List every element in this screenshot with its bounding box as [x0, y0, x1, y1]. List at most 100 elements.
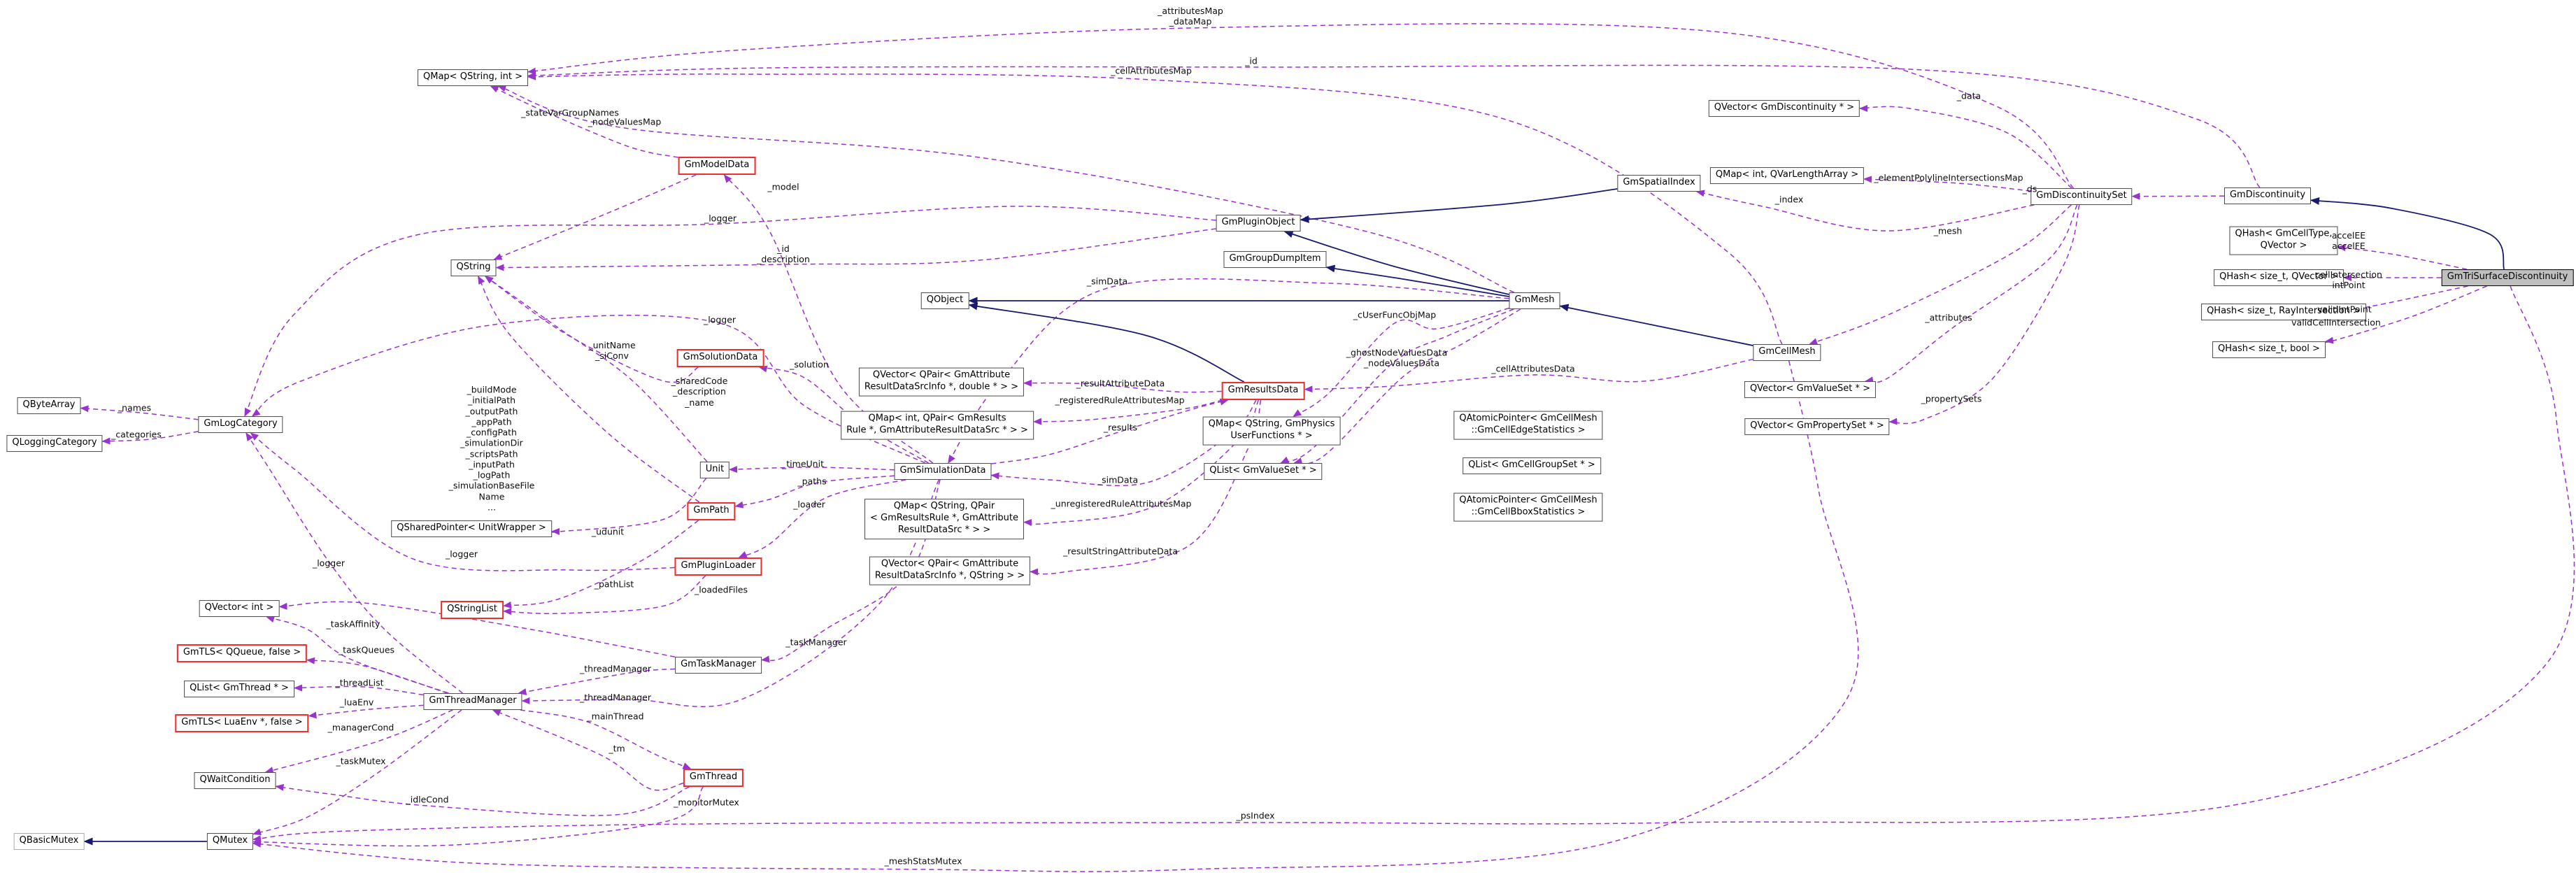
node-Unit[interactable]: Unit [699, 462, 730, 478]
edge-label--tm: _tm [609, 743, 625, 754]
edge-GmDiscontinuitySet-to-QVector_GmValueSet [1865, 204, 2078, 384]
edge-label--stateVarGroupNames: _stateVarGroupNames [521, 107, 619, 118]
edge-label--logger: _logger [703, 314, 736, 325]
node-QVector_GmValueSet[interactable]: QVector< GmValueSet * > [1744, 381, 1877, 398]
edge-label--elementPolylineIntersectionsMap: _elementPolylineIntersectionsMap [1874, 172, 2023, 183]
node-GmDiscontinuity[interactable]: GmDiscontinuity [2223, 187, 2312, 204]
edge-label--logger: _logger [312, 557, 346, 569]
edge-GmCellMesh-to-QMap_QString_int [527, 73, 1783, 345]
edge-label--index: _index [1774, 194, 1804, 205]
edge-GmCellMesh-to-GmMesh [1559, 304, 1753, 346]
node-QWaitCondition[interactable]: QWaitCondition [194, 772, 276, 789]
edge-label--logger: _logger [704, 213, 737, 224]
node-QList_GmCellGroupSet[interactable]: QList< GmCellGroupSet * > [1463, 457, 1601, 474]
node-QVector_GmPropertySet[interactable]: QVector< GmPropertySet * > [1744, 418, 1890, 435]
edge-Unit-to-QString [485, 276, 708, 462]
edge-label--logger: _logger [445, 548, 478, 560]
node-QList_GmThread[interactable]: QList< GmThread * > [184, 681, 294, 697]
node-QMutex[interactable]: QMutex [206, 833, 254, 850]
edge-label--taskAffinity: _taskAffinity [326, 618, 380, 629]
node-GmThreadManager[interactable]: GmThreadManager [423, 693, 522, 710]
node-QHash_sizet_bool[interactable]: QHash< size_t, bool > [2212, 341, 2326, 358]
node-GmPluginLoader[interactable]: GmPluginLoader [674, 557, 762, 576]
node-GmGroupDumpItem[interactable]: GmGroupDumpItem [1223, 251, 1327, 268]
edge-GmMesh-to-QMap_QString_int [497, 85, 1515, 293]
node-GmTriSurfaceDiscontinuity[interactable]: GmTriSurfaceDiscontinuity [2441, 269, 2574, 286]
edge-label-validCellIntersection: validCellIntersection [2291, 317, 2381, 328]
edge-GmDiscontinuitySet-to-QVector_GmPropertySet [1888, 204, 2080, 425]
node-QList_GmValueSet[interactable]: QList< GmValueSet * > [1204, 463, 1323, 480]
node-QMap_QString_QPair[interactable]: QMap< QString, QPair < GmResultsRule *, … [864, 499, 1025, 539]
edge-GmDiscontinuitySet-to-QMap_QString_int [527, 23, 2075, 189]
node-GmSimulationData[interactable]: GmSimulationData [894, 463, 992, 480]
node-QMap_int_QPair[interactable]: QMap< int, QPair< GmResults Rule *, GmAt… [841, 411, 1034, 440]
edge-GmTriSurfaceDiscontinuity-to-GmDiscontinuity [2310, 197, 2505, 270]
node-GmTLS_QQueue[interactable]: GmTLS< QQueue, false > [176, 644, 308, 662]
edge-label--simData: _simData [1086, 276, 1128, 287]
edge-GmThreadManager-to-QWaitCondition [264, 709, 453, 774]
node-GmTLS_LuaEnv[interactable]: GmTLS< LuaEnv *, false > [175, 714, 309, 732]
node-QMap_int_QVarLengthArray[interactable]: QMap< int, QVarLengthArray > [1709, 167, 1865, 184]
node-QBasicMutex[interactable]: QBasicMutex [13, 833, 85, 850]
node-GmResultsData[interactable]: GmResultsData [1221, 382, 1305, 400]
edge-label--threadManager: _threadManager [579, 692, 652, 703]
node-QHash_sizet_QVector[interactable]: QHash< size_t, QVector > [2214, 269, 2344, 286]
node-GmMesh[interactable]: GmMesh [1509, 292, 1560, 309]
edge-GmPluginLoader-to-QStringList [503, 575, 706, 616]
edge-Unit-to-QSharedPointer_UnitWrapper [548, 478, 707, 536]
edge-GmLogCategory-to-QByteArray [80, 405, 199, 420]
node-QString[interactable]: QString [450, 259, 497, 276]
node-QStringList[interactable]: QStringList [441, 601, 504, 619]
node-QMap_QString_int[interactable]: QMap< QString, int > [418, 69, 528, 86]
edge-label--luaEnv: _luaEnv [339, 697, 374, 708]
edge-label--sharedCode: _sharedCode _description _name [671, 376, 728, 408]
node-QObject[interactable]: QObject [920, 292, 969, 309]
edge-label--paths: _paths [797, 476, 827, 487]
edge-label--threadList: _threadList [335, 677, 384, 688]
edge-label--registeredRuleAttributesMap: _registeredRuleAttributesMap [1055, 394, 1185, 406]
node-QVector_int[interactable]: QVector< int > [199, 600, 280, 617]
node-GmTaskManager[interactable]: GmTaskManager [675, 657, 762, 674]
edge-label--unitName: _unitName _siConv [588, 339, 636, 361]
node-QHash_sizet_RayIntersection[interactable]: QHash< size_t, RayIntersection > [2201, 304, 2366, 320]
edge-label--nodeValuesData: _nodeValuesData [1363, 357, 1440, 369]
node-QAtomicPointer_BboxStats[interactable]: QAtomicPointer< GmCellMesh ::GmCellBboxS… [1453, 492, 1603, 522]
node-QVector_QPair_QString[interactable]: QVector< QPair< GmAttribute ResultDataSr… [869, 556, 1031, 585]
node-QVector_GmDiscontinuity[interactable]: QVector< GmDiscontinuity * > [1708, 100, 1860, 117]
node-QHash_GmCellType_QVector[interactable]: QHash< GmCellType, QVector > [2229, 226, 2338, 255]
node-GmModelData[interactable]: GmModelData [678, 157, 756, 175]
node-GmSolutionData[interactable]: GmSolutionData [676, 349, 764, 367]
edge-GmMesh-to-QList_GmValueSet [1280, 308, 1514, 464]
node-QAtomicPointer_EdgeStats[interactable]: QAtomicPointer< GmCellMesh ::GmCellEdgeS… [1453, 411, 1603, 440]
node-QVector_QPair_double[interactable]: QVector< QPair< GmAttribute ResultDataSr… [858, 367, 1025, 397]
node-QLoggingCategory[interactable]: QLoggingCategory [6, 435, 103, 452]
edge-GmMesh-to-QList_GmValueSet [1293, 308, 1521, 464]
edge-GmSimulationData-to-GmResultsData [991, 398, 1229, 464]
edge-GmThread-to-QMutex [252, 786, 704, 847]
node-GmLogCategory[interactable]: GmLogCategory [198, 416, 283, 433]
edge-GmSimulationData-to-GmModelData [723, 174, 934, 464]
edge-label--psIndex: _psIndex [1236, 810, 1275, 821]
node-GmPath[interactable]: GmPath [687, 502, 736, 520]
edge-GmThread-to-QWaitCondition [275, 783, 690, 816]
edge-label-accelEE: accelEE accelFE [2331, 229, 2366, 251]
edge-GmResultsData-to-QObject [968, 302, 1245, 383]
edge-GmLogCategory-to-QLoggingCategory [101, 431, 199, 445]
edge-GmThreadManager-to-GmTLS_LuaEnv [308, 704, 424, 719]
node-QSharedPointer_UnitWrapper[interactable]: QSharedPointer< UnitWrapper > [391, 520, 552, 537]
edge-label--loader: _loader [793, 499, 825, 510]
node-GmCellMesh[interactable]: GmCellMesh [1753, 344, 1821, 361]
node-GmThread[interactable]: GmThread [683, 769, 744, 787]
edge-GmCellMesh-to-GmResultsData [1304, 358, 1753, 393]
edge-GmResultsData-to-QVector_QPair_double [1023, 379, 1222, 393]
node-QByteArray[interactable]: QByteArray [17, 397, 81, 414]
edge-GmThreadManager-to-GmTLS_QQueue [306, 657, 448, 694]
node-GmPluginObject[interactable]: GmPluginObject [1216, 215, 1301, 232]
node-QMap_QString_GmPhysics[interactable]: QMap< QString, GmPhysics UserFunctions *… [1202, 416, 1341, 446]
edge-GmSimulationData-to-GmPluginLoader [738, 479, 906, 558]
node-GmSpatialIndex[interactable]: GmSpatialIndex [1617, 175, 1701, 192]
edge-GmSimulationData-to-GmSolutionData [758, 365, 929, 464]
edge-GmDiscontinuitySet-to-GmCellMesh [1809, 204, 2072, 345]
node-GmDiscontinuitySet[interactable]: GmDiscontinuitySet [2030, 188, 2133, 205]
edge-label--timeUnit: _timeUnit [782, 458, 824, 469]
